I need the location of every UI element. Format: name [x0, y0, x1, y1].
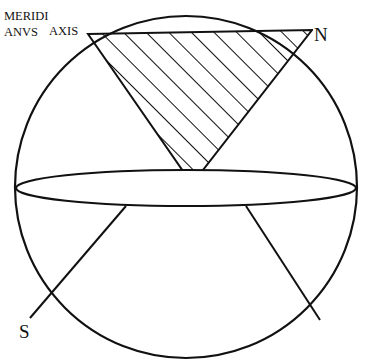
axis-line-south — [30, 206, 126, 318]
north-pole-label: N — [313, 25, 329, 44]
meridian-label: MERIDI ANVS — [3, 9, 51, 40]
hatched-meridian-triangle — [88, 30, 312, 184]
axis-label: AXIS — [48, 25, 79, 38]
axis-line-lower-right — [246, 206, 320, 320]
equator-ellipse — [16, 170, 356, 206]
sphere-outline — [15, 16, 357, 358]
south-pole-label: S — [18, 322, 31, 341]
